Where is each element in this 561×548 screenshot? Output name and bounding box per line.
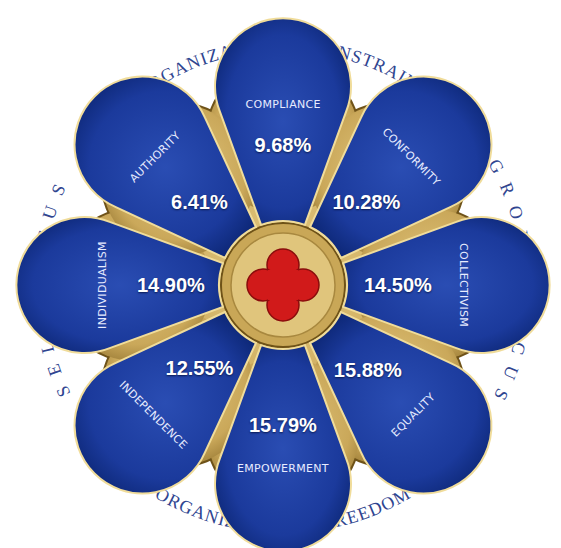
percentage-holder: 14.90% [137,274,205,296]
petal-name-holder: INDIVIDUALISM [92,241,110,329]
percentage-holder: 15.79% [249,414,317,436]
percentage-value: 12.55% [166,357,234,379]
category-name: COMPLIANCE [246,98,321,111]
percentage-value: 15.79% [249,414,317,436]
percentage-value: 15.88% [334,359,402,381]
center-medallion [221,223,345,347]
percentage-value: 14.50% [364,274,432,296]
percentage-value: 10.28% [332,191,400,213]
petal-shape [107,109,259,261]
percentage-holder: 15.88% [334,359,402,381]
percentage-value: 9.68% [255,134,312,156]
petal-outline [75,77,256,258]
petal-name-holder: COLLECTIVISM [456,243,474,327]
category-name: INDIVIDUALISM [96,241,109,329]
percentage-holder: 9.68% [255,134,312,156]
percentage-holder: 10.28% [332,191,400,213]
petal: AUTHORITY6.41% [107,109,259,261]
percentage-value: 14.90% [137,274,205,296]
percentage-holder: 6.41% [171,191,228,213]
petal-name-holder: COMPLIANCE [246,94,321,112]
percentage-holder: 14.50% [364,274,432,296]
category-name: COLLECTIVISM [457,243,470,327]
category-name: EMPOWERMENT [237,462,329,475]
percentage-value: 6.41% [171,191,228,213]
percentage-holder: 12.55% [166,357,234,379]
petal-name-holder: EMPOWERMENT [237,458,329,476]
